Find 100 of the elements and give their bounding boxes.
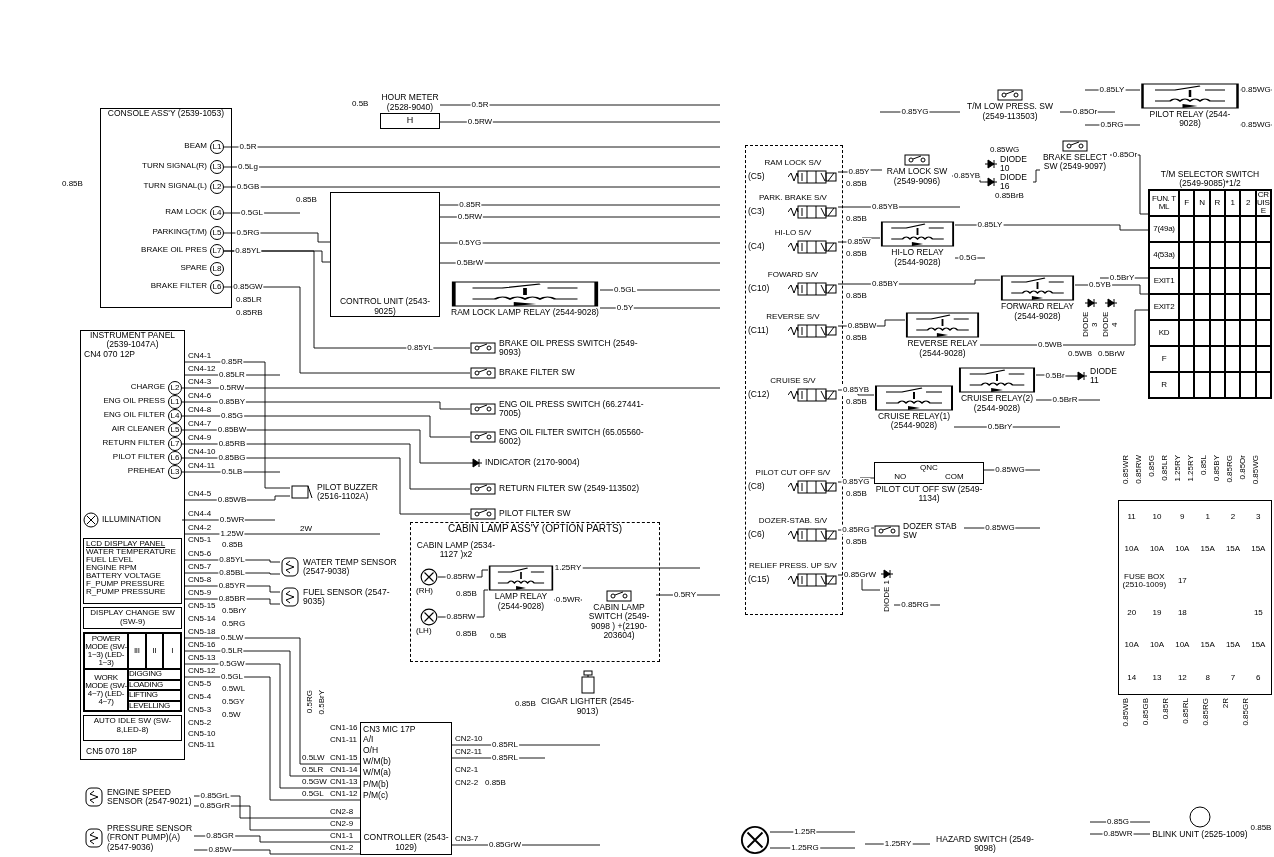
terminal-label: NO — [893, 473, 908, 482]
wire-label: 0.85YL — [234, 247, 262, 255]
wire-label: 0.85G — [220, 412, 244, 420]
fuse-label: 15A — [1224, 544, 1242, 554]
wire-label: 0.85BR — [217, 595, 247, 603]
wire-label: 0.85B — [62, 180, 83, 189]
wire-label: 0.5BrY — [1108, 274, 1136, 282]
component-label: ILLUMINATION — [102, 515, 162, 525]
wire-label: 0.85RW — [1135, 455, 1144, 484]
display-item: BATTERY VOLTAGE — [86, 572, 162, 580]
wire-label: 0.85YL — [218, 556, 246, 564]
lamp-label: PARKING(T/M) — [152, 228, 207, 237]
wire-label: 0.5B — [352, 100, 369, 109]
valve-label: PARK. BRAKE S/V — [759, 194, 827, 203]
wire — [184, 637, 361, 765]
wire — [184, 676, 361, 801]
wire-label: 0.85GW — [232, 283, 264, 291]
valve-label: HI-LO S/V — [774, 229, 812, 238]
wire-label: 0.5GB — [235, 183, 261, 191]
lamp-label: RAM LOCK — [165, 208, 207, 217]
wire-label: 0.85Or — [1111, 151, 1139, 159]
wire-label: 0.85GR — [1242, 698, 1251, 726]
wire-label: 0.85B — [846, 538, 867, 547]
wire — [184, 374, 281, 376]
fuse-label: 8 — [1204, 673, 1211, 683]
group-title: CABIN LAMP ASS'Y (OPTION PARTS) — [447, 523, 623, 534]
wire-label: 0.85B — [296, 196, 317, 205]
wire-label: CN4-11 — [188, 462, 215, 471]
component-label: RAM LOCK LAMP RELAY (2544-9028) — [450, 307, 600, 318]
wire — [223, 212, 301, 214]
wire — [451, 757, 546, 759]
lamp-label: ENG OIL PRESS — [103, 397, 165, 406]
wire-label: 0.5Lg — [237, 163, 259, 171]
component-label: PILOT CUT OFF SW (2549-1134) — [874, 484, 984, 504]
wire-label: 0.5LR — [220, 647, 244, 655]
wire-label: 0.85Or — [1071, 108, 1099, 116]
panel-title: CONSOLE ASS'Y (2539-1053) — [106, 109, 226, 119]
wire — [181, 415, 471, 438]
wire-label: 0.85BrB — [995, 192, 1024, 201]
wire-label: 0.85G — [1148, 455, 1157, 477]
lamp-label: CHARGE — [130, 383, 165, 392]
wire-label: 0.85GrW — [488, 841, 522, 849]
wire-label: 0.5LW — [219, 634, 245, 642]
wire-label: 1.25RY — [1174, 455, 1183, 482]
component-label: DOZER STAB SW — [903, 521, 958, 541]
panel-title: INSTRUMENT PANEL (2539-1047A) — [88, 331, 177, 350]
component-label: CONTROLLER (2543-1029) — [363, 833, 449, 852]
pin-label: A/I — [363, 734, 375, 746]
wire — [439, 104, 721, 106]
fuse-label: 15A — [1250, 641, 1267, 651]
display-list — [83, 538, 182, 604]
table-cell: F — [1149, 345, 1179, 372]
terminal-label: COM — [944, 473, 965, 482]
wire-label: CN2-11 — [455, 748, 482, 757]
component-label: ENG OIL PRESS SWITCH (66.27441-7005) — [499, 399, 645, 419]
component-label: INDICATOR (2170-9004) — [485, 458, 581, 468]
table-cell: CRUISE — [1255, 189, 1271, 216]
wire-label: 0.85BL — [218, 569, 246, 577]
wire-label: CN4-4 — [188, 510, 212, 519]
table-cell: LIFTING — [128, 690, 181, 701]
wire-label: 0.85YG — [841, 478, 871, 486]
wire-label: 0.85WB — [1122, 698, 1131, 727]
controller-box — [360, 722, 452, 855]
display-item: ENGINE RPM — [86, 564, 138, 572]
wire-label: CN2-9 — [330, 820, 354, 829]
fuse-label: 15A — [1199, 544, 1216, 554]
wire-label: 0.85BW — [216, 426, 248, 434]
wire-label: 0.85L — [1200, 455, 1209, 476]
lamp-code: L3 — [170, 467, 180, 477]
wire-label: 0.85GrL — [199, 792, 231, 800]
wire-label: 0.85B — [846, 215, 867, 224]
wire-label: 0.85YG — [900, 108, 930, 116]
wire-label: 0.5RG — [1099, 121, 1125, 129]
wire-label: 0.85BY — [217, 398, 247, 406]
wire-label: 0.5WB — [1068, 350, 1092, 359]
lamp-code: L7 — [170, 439, 180, 449]
component-label: LAMP RELAY (2544-9028) — [493, 592, 549, 611]
wire-label: 0.85W — [207, 846, 233, 854]
wire — [599, 289, 721, 291]
fuse-label: 2 — [1229, 512, 1237, 522]
component-label: BRAKE FILTER SW — [499, 368, 576, 378]
wire-label: 0.85GrW — [843, 571, 877, 579]
lamp-label: SPARE — [180, 264, 207, 273]
component-label: ENG OIL FILTER SWITCH (65.05560-6002) — [499, 427, 645, 447]
fuse-label: 15A — [1224, 641, 1242, 651]
wire-label: 0.5BrW — [455, 259, 485, 267]
wire-label: 0.85BY — [870, 280, 900, 288]
lamp-code: L6 — [170, 453, 180, 463]
table-cell: KD — [1149, 319, 1179, 346]
panel-frame — [100, 108, 232, 308]
wire — [451, 844, 601, 846]
wire-label: 0.85B — [1249, 824, 1273, 832]
pin-label: W/M(b) — [363, 756, 392, 768]
wire-label: CN1-12 — [330, 790, 358, 799]
wire — [1089, 821, 1151, 823]
table-cell: LOADING — [128, 679, 181, 690]
wire-label: 1.25W — [219, 530, 245, 538]
component-label: RAM LOCK SW (2549-9096) — [885, 167, 949, 186]
wire — [181, 429, 471, 464]
table-cell: EXIT2 — [1149, 293, 1179, 320]
